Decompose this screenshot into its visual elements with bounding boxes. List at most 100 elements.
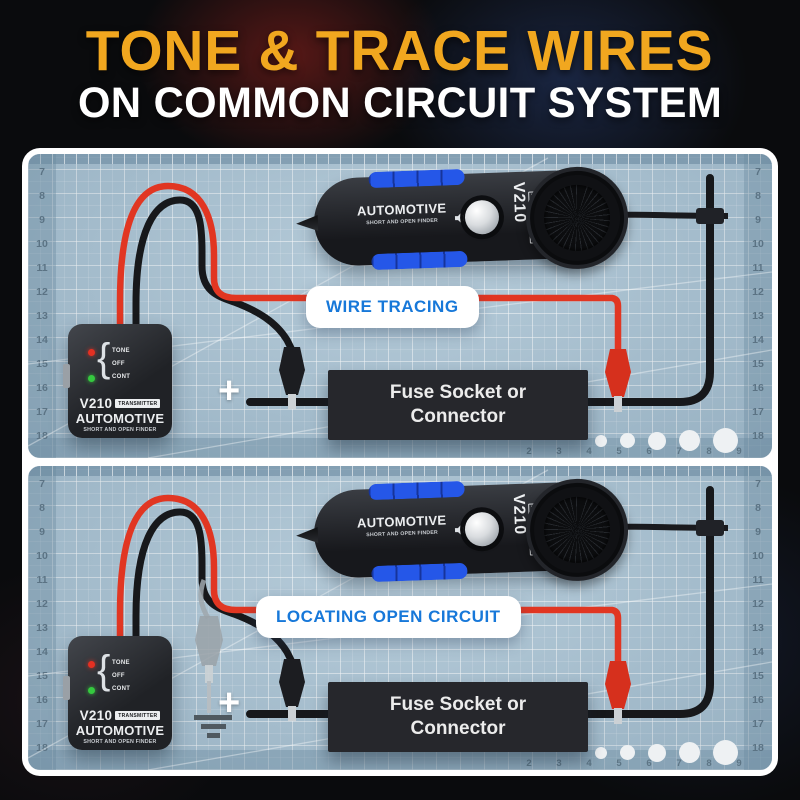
transmitter-subtitle: SHORT AND OPEN FINDER <box>83 739 157 745</box>
receiver-grip-top <box>368 480 465 501</box>
ruler-number: 7 <box>39 478 45 490</box>
ruler-number: 4 <box>586 446 592 457</box>
transmitter-red-lead <box>116 182 622 354</box>
ruler-number: 13 <box>752 310 764 322</box>
ruler-number: 9 <box>39 214 45 226</box>
fuse-box-line-1: Fuse Socket or <box>389 694 527 716</box>
ruler-number: 15 <box>36 670 48 682</box>
switch-brace: { <box>97 336 111 380</box>
transmitter-model-row: V210 TRANSMITTER <box>68 396 172 411</box>
ruler-number: 18 <box>36 742 48 754</box>
red-alligator-clip-icon <box>605 661 631 709</box>
ruler-number: 11 <box>752 262 764 274</box>
mat-dot <box>713 428 738 453</box>
title-banner: TONE & TRACE WIRES ON COMMON CIRCUIT SYS… <box>0 0 800 148</box>
transmitter-role-badge: TRANSMITTER <box>115 711 161 720</box>
ruler-number: 6 <box>646 758 652 769</box>
circuit-wire-black <box>246 486 714 718</box>
receiver-grip-bottom <box>371 250 468 271</box>
mat-top-ruler-strip <box>28 466 772 476</box>
ruler-number: 8 <box>755 502 761 514</box>
cable-junction <box>696 208 724 224</box>
switch-label-cont: CONT <box>112 686 131 692</box>
ruler-number: 3 <box>556 758 562 769</box>
circuit-wire-black <box>246 174 714 406</box>
ruler-number: 18 <box>752 742 764 754</box>
ruler-number: 5 <box>616 758 622 769</box>
mat-right-ruler-strip <box>744 466 772 770</box>
ruler-number: 8 <box>706 446 712 457</box>
switch-label-cont: CONT <box>112 374 131 380</box>
ground-symbol-icon <box>194 715 232 720</box>
ruler-number: 17 <box>36 406 48 418</box>
speaker-icon <box>454 524 465 535</box>
transmitter-role-badge: TRANSMITTER <box>115 399 161 408</box>
mat-dot <box>620 433 635 448</box>
mat-dot-row <box>595 740 738 765</box>
fuse-box-line-2: Connector <box>410 718 506 739</box>
ruler-number: 8 <box>39 502 45 514</box>
speaker-icon <box>454 212 465 223</box>
switch-label-tone: TONE <box>112 348 130 354</box>
ruler-number: 17 <box>752 406 764 418</box>
mat-right-ruler-strip <box>744 154 772 458</box>
fuse-socket-box: Fuse Socket or Connector <box>328 682 588 752</box>
ruler-number: 12 <box>36 286 48 298</box>
plus-sign: + <box>218 370 241 412</box>
ruler-number: 16 <box>752 382 764 394</box>
clip-tip <box>288 706 296 721</box>
transmitter-title: AUTOMOTIVE <box>75 411 165 426</box>
ruler-number: 13 <box>36 622 48 634</box>
transmitter-device: { TONE OFF CONT V210 TRANSMITTER AUTOMOT… <box>63 324 172 438</box>
receiver-grip-top <box>368 168 465 189</box>
ruler-number: 10 <box>752 550 764 562</box>
clip-tip <box>614 396 622 412</box>
ruler-number: 8 <box>39 190 45 202</box>
ghost-alligator-clip-icon <box>195 616 223 666</box>
locating-open-circuit-label: LOCATING OPEN CIRCUIT <box>256 596 521 638</box>
ruler-number: 13 <box>752 622 764 634</box>
black-alligator-clip-icon <box>279 347 305 395</box>
ruler-number: 12 <box>752 598 764 610</box>
ghost-ground-lead <box>198 579 211 620</box>
ruler-number: 9 <box>736 446 742 457</box>
transmitter-side-switch <box>63 364 70 388</box>
title-line-1: TONE & TRACE WIRES <box>86 18 714 83</box>
transmitter-model-row: V210 TRANSMITTER <box>68 708 172 723</box>
mat-dot <box>620 745 635 760</box>
red-alligator-clip-icon <box>605 349 631 397</box>
clip-tip <box>614 708 622 724</box>
ruler-number: 12 <box>752 286 764 298</box>
mat-dot <box>595 746 607 759</box>
cable-junction <box>696 520 724 536</box>
mat-dot <box>679 430 700 451</box>
speaker-grille-pattern <box>542 183 612 253</box>
switch-label-tone: TONE <box>112 660 130 666</box>
ruler-number: 7 <box>676 446 682 457</box>
title-line-2: ON COMMON CIRCUIT SYSTEM <box>77 79 723 128</box>
transmitter-device: { TONE OFF CONT V210 TRANSMITTER AUTOMOT… <box>63 636 172 750</box>
mat-dot <box>713 740 738 765</box>
ground-pin <box>207 681 211 713</box>
ruler-number: 16 <box>36 694 48 706</box>
receiver-button <box>464 199 500 235</box>
ruler-number: 7 <box>676 758 682 769</box>
plus-sign: + <box>218 682 241 724</box>
transmitter-red-lead <box>116 494 622 666</box>
ruler-number: 14 <box>36 646 48 658</box>
receiver-title: AUTOMOTIVE <box>356 200 447 219</box>
fuse-box-line-2: Connector <box>410 406 506 427</box>
mat-dot <box>648 743 666 762</box>
receiver-button <box>464 511 500 547</box>
switch-label-off: OFF <box>112 673 125 679</box>
ruler-number: 10 <box>36 550 48 562</box>
ruler-number: 11 <box>752 574 764 586</box>
ruler-number: 14 <box>752 646 764 658</box>
transmitter-black-lead <box>132 196 295 352</box>
ruler-number: 15 <box>752 670 764 682</box>
receiver-grip-bottom <box>371 562 468 583</box>
ruler-number: 10 <box>36 238 48 250</box>
